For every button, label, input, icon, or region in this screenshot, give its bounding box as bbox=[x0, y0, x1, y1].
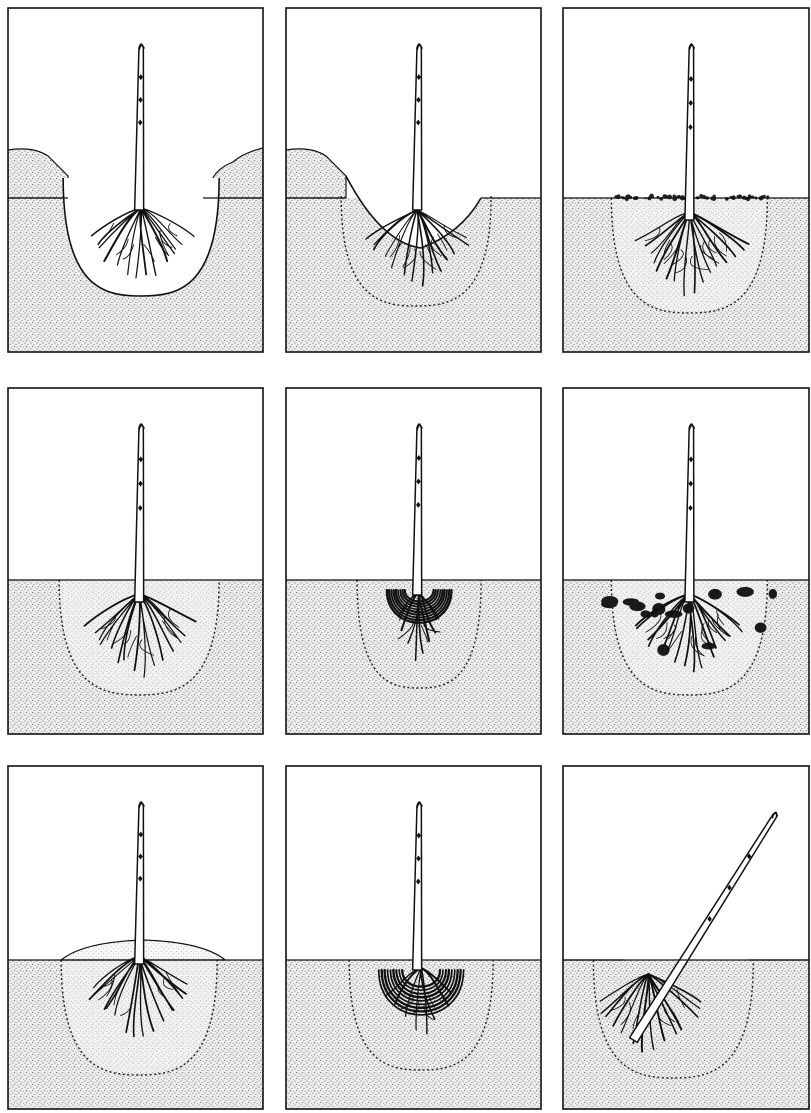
soil-clod bbox=[708, 589, 722, 600]
panel-1 bbox=[8, 8, 263, 352]
soil-clod bbox=[737, 587, 754, 597]
soil bbox=[286, 960, 541, 1109]
mulch-particle bbox=[667, 195, 672, 200]
panel-8 bbox=[286, 766, 541, 1109]
soil-clod bbox=[755, 623, 767, 633]
panel-6 bbox=[563, 388, 809, 734]
soil bbox=[563, 960, 809, 1109]
soil-clod bbox=[769, 589, 777, 599]
panel-7 bbox=[8, 766, 263, 1109]
mulch-particle bbox=[665, 195, 668, 198]
soil-clod bbox=[601, 596, 618, 607]
panel-9 bbox=[563, 766, 809, 1109]
panel-3 bbox=[563, 8, 809, 352]
panel-4 bbox=[8, 388, 263, 734]
soil-clod bbox=[655, 593, 665, 600]
panel-2 bbox=[286, 8, 541, 352]
panel-5 bbox=[286, 388, 541, 734]
soil-clod bbox=[623, 598, 639, 606]
